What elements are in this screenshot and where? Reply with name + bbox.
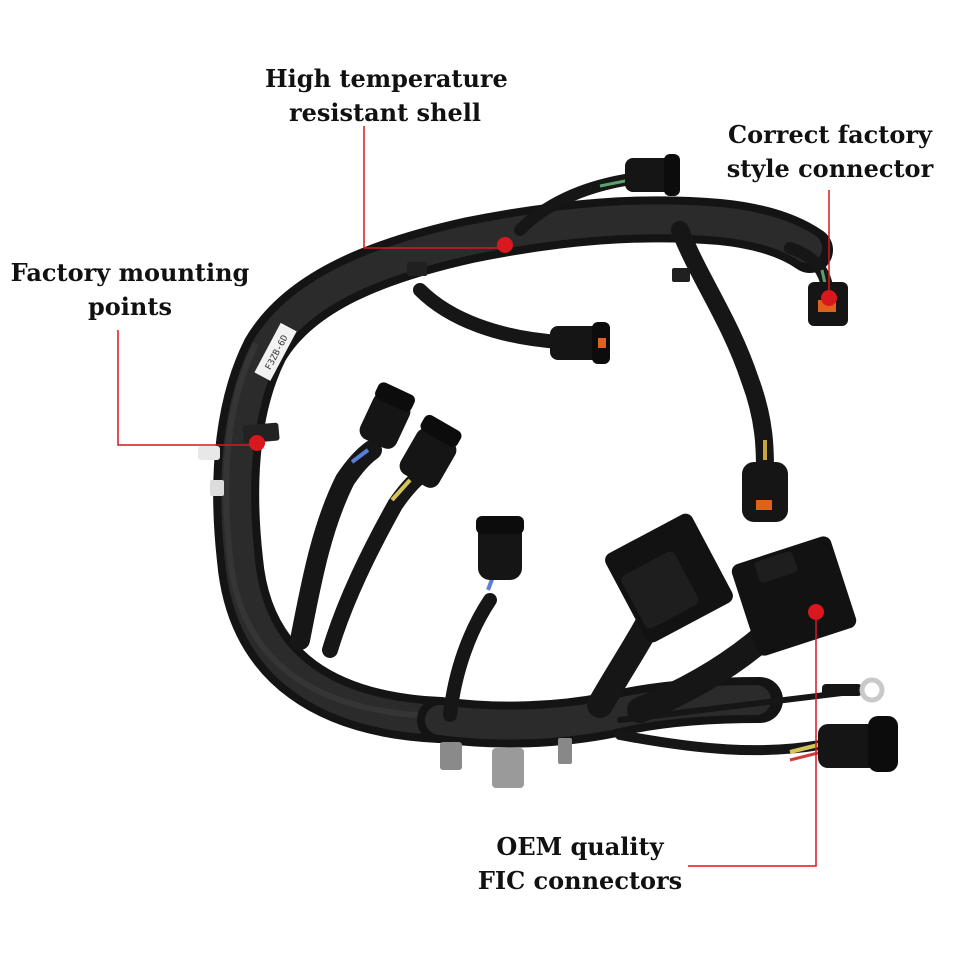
- callout-dot-shell: [497, 237, 513, 253]
- callout-label-shell-line1: High temperature: [265, 64, 508, 93]
- callout-label-fic: OEM quality FIC connectors: [465, 830, 695, 898]
- connector-bottom-right: [789, 716, 898, 772]
- callout-label-mounting: Factory mounting points: [10, 256, 250, 324]
- callout-label-fic-line1: OEM quality: [496, 832, 664, 861]
- callout-label-mounting-line2: points: [88, 292, 172, 321]
- connector-left-3: [476, 516, 524, 591]
- callout-label-shell: High temperature resistant shell: [265, 62, 508, 130]
- callout-label-factory-connector-line2: style connector: [726, 154, 934, 183]
- connector-left-2: [390, 414, 462, 502]
- fic-connector-1: [605, 513, 733, 643]
- callout-dot-mounting: [249, 435, 265, 451]
- connector-middle: [550, 322, 610, 364]
- callout-label-factory-connector-line1: Correct factory: [728, 120, 932, 149]
- connector-left-1: [350, 382, 415, 464]
- callout-label-fic-line2: FIC connectors: [477, 866, 683, 895]
- fic-connector-2: [731, 536, 857, 656]
- ring-terminal: [822, 677, 885, 703]
- callout-label-factory-connector: Correct factory style connector: [710, 118, 950, 186]
- callout-dot-fic: [808, 604, 824, 620]
- callout-dot-factory-connector: [821, 290, 837, 306]
- mounting-clips: [198, 262, 690, 788]
- connector-top: [599, 154, 680, 196]
- connector-right-drop: [742, 440, 788, 522]
- callout-dots: [249, 237, 837, 620]
- harness-trunk: [213, 196, 833, 748]
- callout-label-mounting-line1: Factory mounting: [10, 258, 250, 287]
- callout-lines: [117, 126, 830, 867]
- callout-label-shell-line2: resistant shell: [288, 98, 482, 127]
